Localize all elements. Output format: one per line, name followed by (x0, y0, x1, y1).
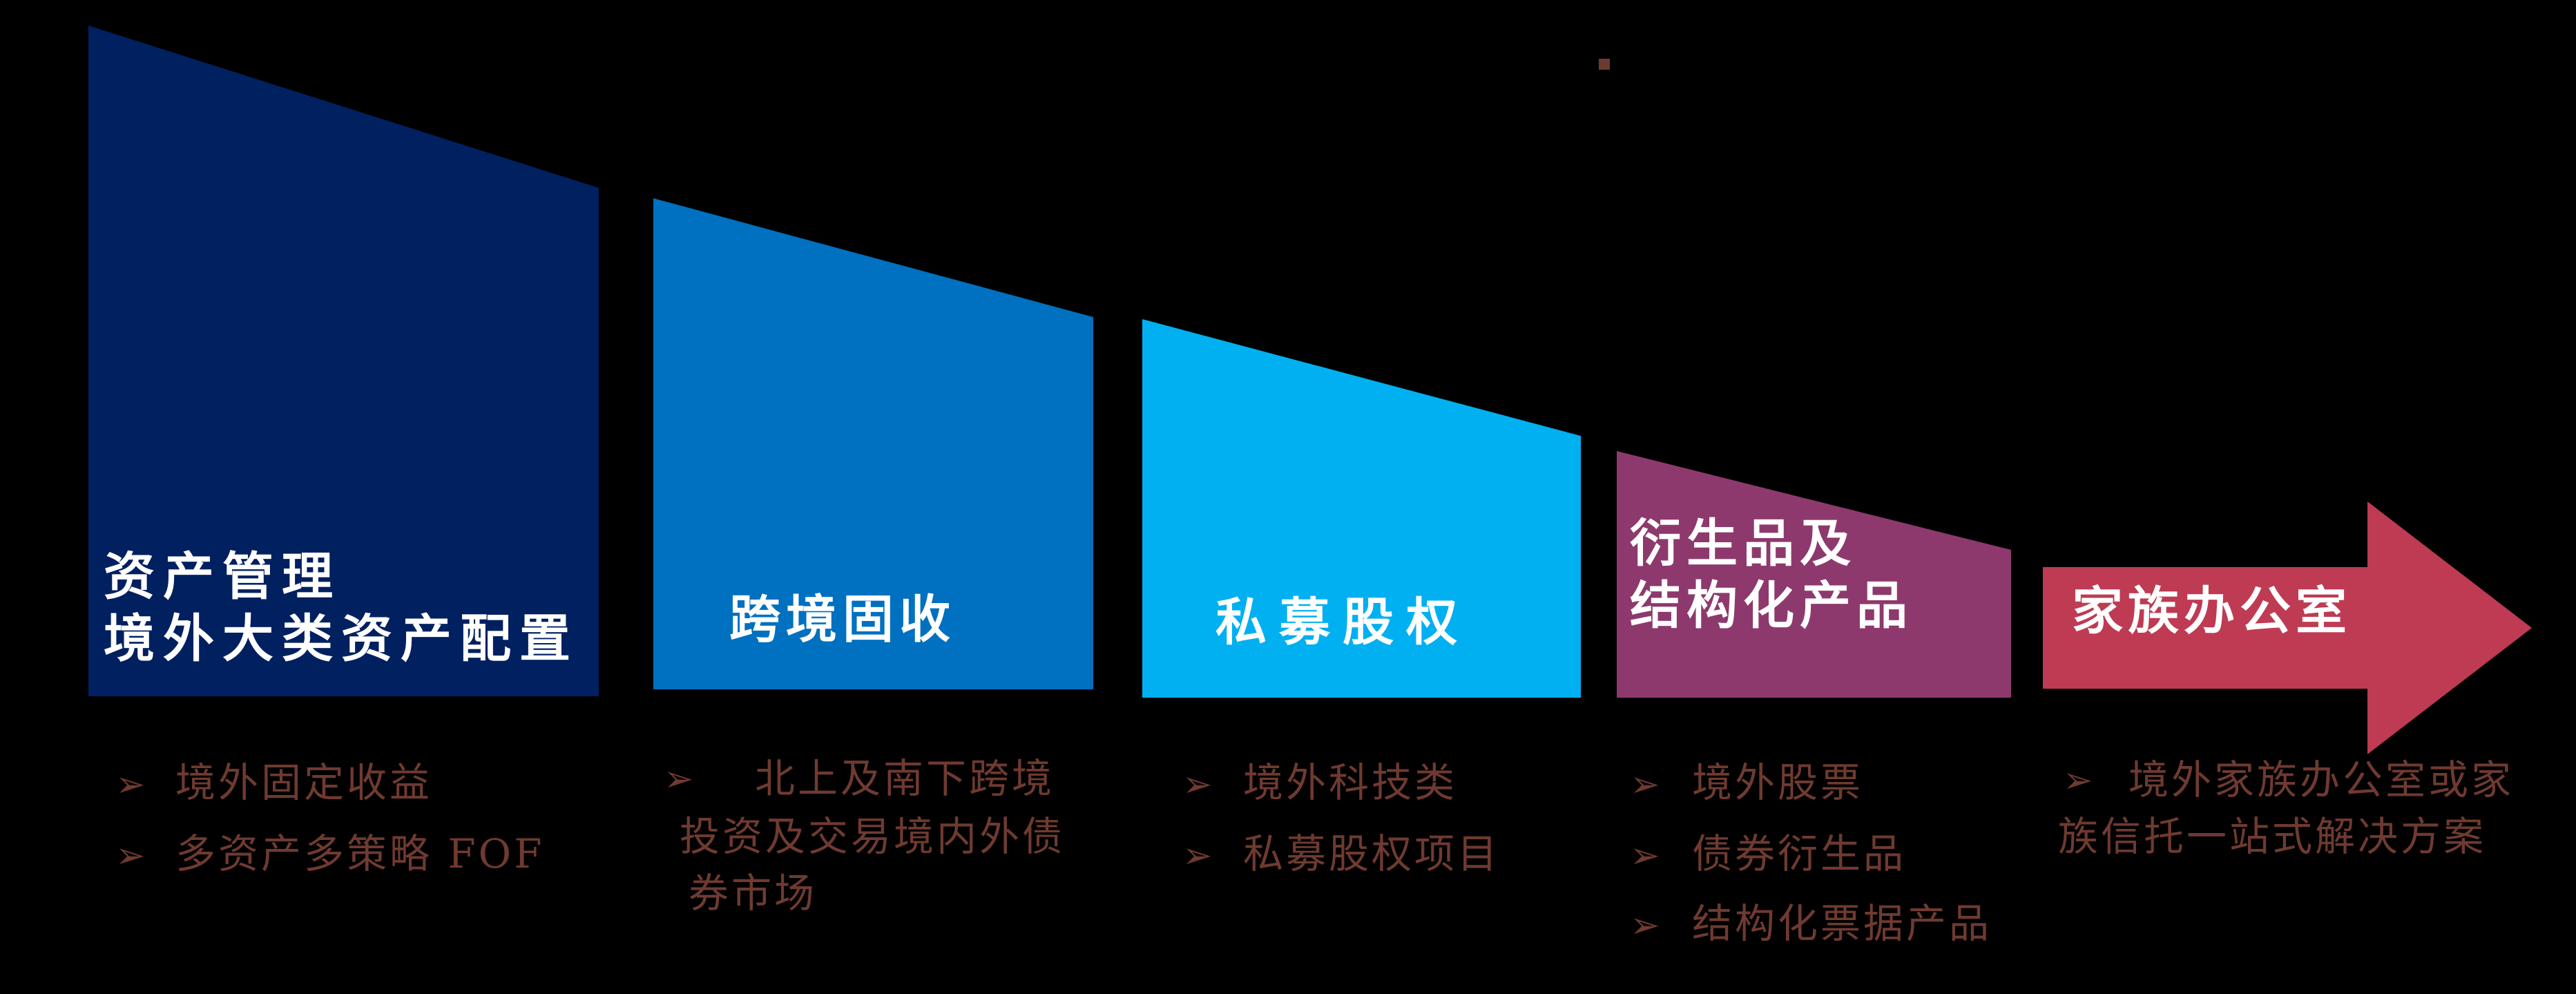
bullet-text: 族信托一站式解决方案 (2058, 813, 2487, 860)
stage-title-line: 资产管理 (104, 547, 341, 606)
bullet-text: 券市场 (689, 870, 818, 917)
bullet-text: 境外科技类 (1243, 759, 1458, 806)
bullet-text: 境外股票 (1692, 759, 1864, 806)
stage-title-cross-border-fixed-income: 跨境固收 (729, 589, 956, 651)
bullet-text: 北上及南下跨境 (755, 755, 1055, 802)
bullet-arrowhead-icon: ➢ (664, 758, 694, 800)
bullet-arrowhead-icon: ➢ (1182, 835, 1213, 877)
bullet-arrowhead-icon: ➢ (115, 764, 146, 805)
stage-title-line: 家族办公室 (2072, 582, 2352, 641)
stage-title-line: 境外大类资产配置 (104, 609, 579, 669)
bullet-arrowhead-icon: ➢ (2063, 760, 2093, 801)
stage-title-family-office: 家族办公室 (2072, 580, 2352, 642)
bullet-arrowhead-icon: ➢ (1182, 764, 1213, 805)
stage-shape-asset-management (88, 26, 599, 696)
bullet-text: 境外家族办公室或家 (2128, 756, 2515, 803)
bullet-text: 境外固定收益 (175, 759, 433, 806)
stage-title-line: 跨境固收 (729, 590, 956, 649)
stage-title-derivatives-structured-products: 衍生品及 结构化产品 (1630, 513, 1913, 637)
bullet-text: 多资产多策略 FOF (175, 830, 545, 877)
stage-title-line: 结构化产品 (1630, 576, 1913, 635)
stage-title-asset-management: 资产管理 境外大类资产配置 (104, 546, 579, 670)
bullet-text: 投资及交易境内外债 (680, 813, 1066, 860)
decor-dot (1599, 59, 1610, 70)
stage-shape-cross-border-fixed-income (653, 198, 1093, 689)
bullet-arrowhead-icon: ➢ (1630, 905, 1660, 946)
bullet-text: 债券衍生品 (1692, 830, 1907, 877)
stage-shape-derivatives-structured-products (1617, 451, 2011, 698)
arrow-shape-family-office (2043, 501, 2532, 754)
stage-title-line: 衍生品及 (1630, 514, 1856, 573)
stage-shape-private-equity (1142, 319, 1581, 698)
bullet-text: 私募股权项目 (1243, 830, 1501, 877)
stage-title-private-equity: 私募股权 (1215, 591, 1470, 653)
bullet-arrowhead-icon: ➢ (115, 835, 146, 877)
stage-title-line: 私募股权 (1215, 593, 1470, 652)
bullet-arrowhead-icon: ➢ (1630, 764, 1660, 805)
bullet-text: 结构化票据产品 (1692, 900, 1992, 947)
bullet-arrowhead-icon: ➢ (1630, 835, 1660, 877)
